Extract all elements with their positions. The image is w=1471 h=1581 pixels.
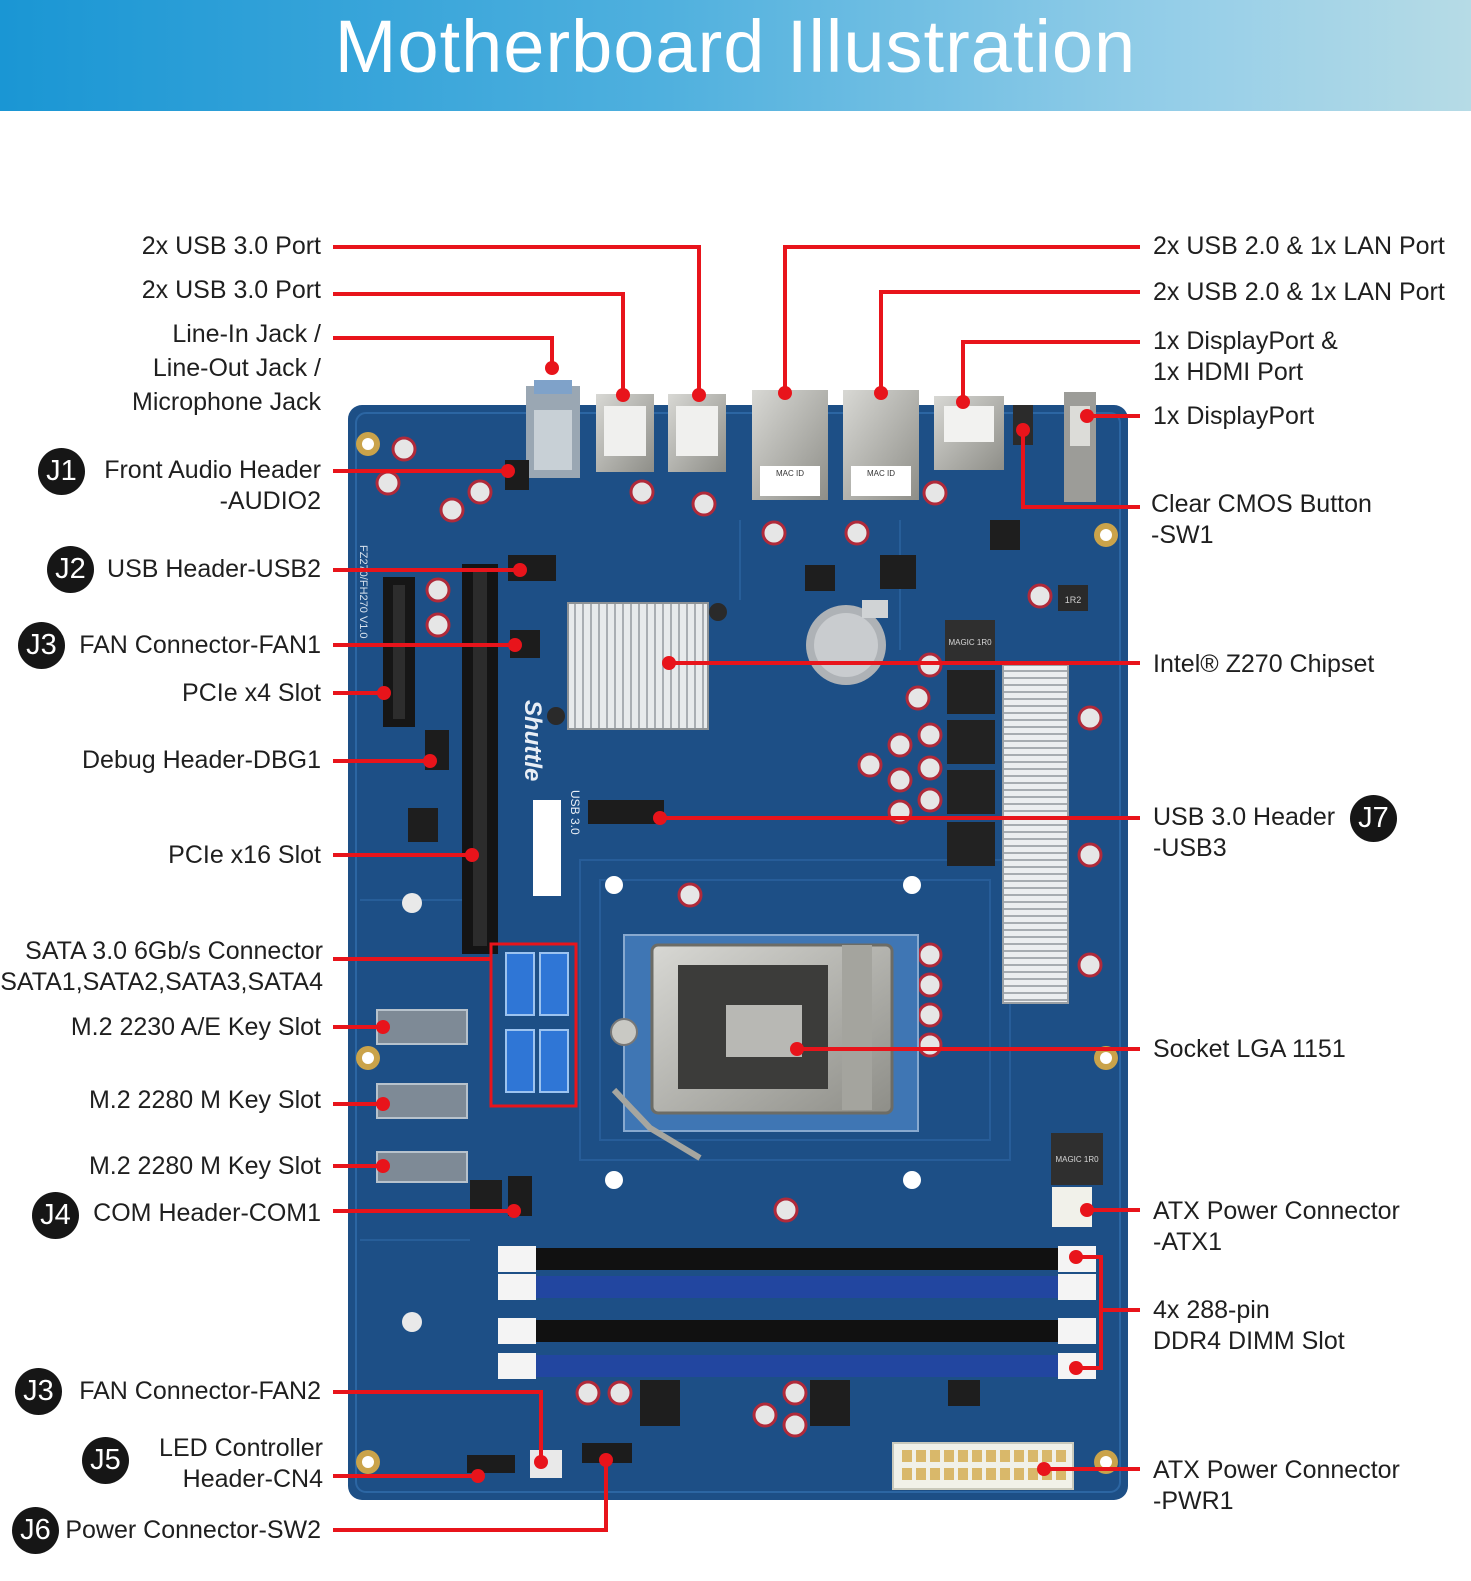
leader-power-sw [333,1460,608,1532]
resistor-label-1: 1R2 [1065,595,1082,605]
title-banner: Motherboard Illustration [0,0,1471,111]
label-atx1: ATX Power Connector-ATX1 [1153,1197,1400,1256]
label-debug: Debug Header-DBG1 [81,746,321,774]
brand-silk: Shuttle [519,700,546,781]
leader-dp-hdmi [961,340,1140,402]
badge-j1: J1 [38,448,85,495]
m2-slots [376,1009,468,1183]
leader-usb20-lan-a [783,245,1140,393]
label-cmos: Clear CMOS Button-SW1 [1151,490,1372,549]
label-dp-hdmi: 1x DisplayPort &1x HDMI Port [1153,327,1338,386]
usb-silk: USB 3.0 [568,790,582,835]
label-usb30-a: 2x USB 3.0 Port [141,232,321,260]
label-pcie-x16: PCIe x16 Slot [168,841,321,869]
label-m2-ae: M.2 2230 A/E Key Slot [70,1013,321,1041]
badge-j7: J7 [1350,795,1397,842]
label-usb3-header: USB 3.0 Header-USB3 [1153,803,1336,862]
badge-j3-fan2: J3 [15,1368,62,1415]
label-m2-m2: M.2 2280 M Key Slot [88,1152,321,1180]
page-title: Motherboard Illustration [334,5,1137,88]
leader-dots [376,361,1094,1483]
leader-usb30-b [333,292,625,395]
badge-j4: J4 [32,1192,79,1239]
label-pwr1: ATX Power Connector-PWR1 [1153,1456,1400,1515]
label-front-audio: Front Audio Header-AUDIO2 [104,456,321,515]
badge-j5: J5 [82,1437,129,1484]
label-pcie-x4: PCIe x4 Slot [182,679,321,707]
label-audio-jacks: Line-In Jack /Line-Out Jack /Microphone … [132,320,321,416]
leader-lines [333,245,1140,1532]
leader-cmos [1021,430,1140,509]
leader-fan2 [333,1390,543,1462]
label-m2-m1: M.2 2280 M Key Slot [88,1086,321,1114]
leader-audio-jacks [333,336,554,368]
inductor-label-2: MAGIC 1R0 [1055,1155,1099,1164]
label-usb20-lan-b: 2x USB 2.0 & 1x LAN Port [1153,278,1445,306]
label-fan1: FAN Connector-FAN1 [79,631,321,659]
inductor-label-1: MAGIC 1R0 [948,638,992,647]
cpu-socket [610,934,919,1161]
sata-highlight-box [489,942,578,1108]
leader-usb30-a [333,245,701,395]
badge-j6: J6 [12,1507,59,1554]
label-chipset: Intel® Z270 Chipset [1153,650,1375,678]
leader-dimm [1076,1255,1103,1370]
capacitors [375,436,1103,1438]
mac-label-2: MAC ID [867,469,895,478]
label-usb30-b: 2x USB 3.0 Port [141,276,321,304]
label-dp: 1x DisplayPort [1153,402,1315,430]
label-usb20-lan-a: 2x USB 2.0 & 1x LAN Port [1153,232,1445,260]
sata-connectors [505,952,569,1093]
vrm-area: MAGIC 1R0 MAGIC 1R0 1R2 [945,585,1103,1185]
dimm-slots [498,1246,1096,1379]
label-usb-header: USB Header-USB2 [107,555,321,583]
mounting-holes [356,432,1118,1474]
board-model-silk: FZ270/FH270 V1.0 [357,545,369,639]
badge-j3-fan1: J3 [18,622,65,669]
mac-label-1: MAC ID [776,469,804,478]
badge-j2: J2 [47,546,94,593]
label-com: COM Header-COM1 [93,1199,321,1227]
pcie-slots: FZ270/FH270 V1.0 Shuttle USB 3.0 [357,545,582,954]
label-power-sw: Power Connector-SW2 [65,1516,321,1544]
leader-usb20-lan-b [879,290,1140,393]
ic-chips [408,520,1020,1426]
label-socket: Socket LGA 1151 [1153,1035,1346,1063]
label-fan2: FAN Connector-FAN2 [79,1377,321,1405]
